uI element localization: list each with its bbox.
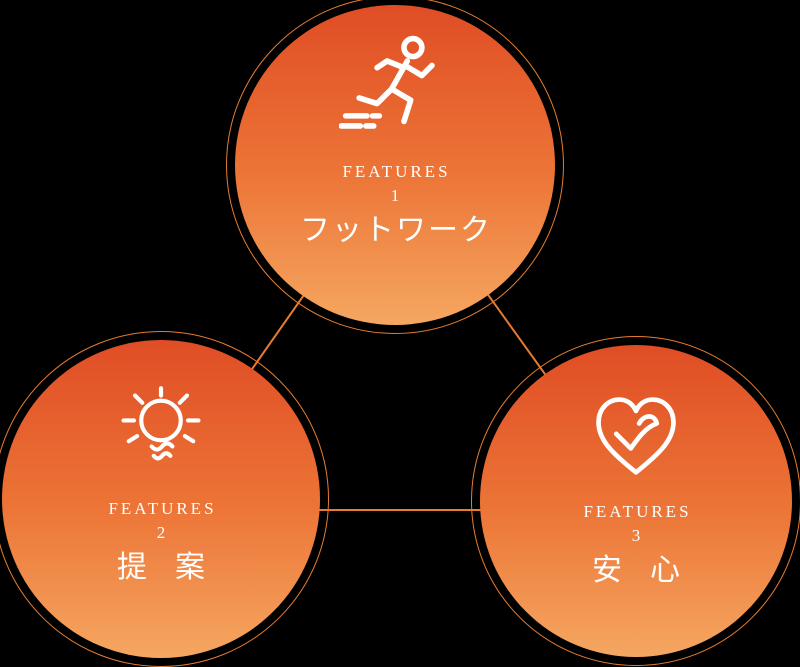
feature-label: FEATURES	[108, 499, 217, 518]
feature-title: フットワーク	[300, 214, 492, 247]
feature-circle-footwork: FEATURES 1 フットワーク	[226, 0, 564, 334]
feature-number: 1	[390, 186, 400, 205]
feature-label: FEATURES	[583, 502, 692, 521]
feature-title: 安心	[592, 554, 708, 587]
feature-circle-safety: FEATURES 3 安心	[471, 336, 800, 666]
feature-number: 3	[631, 526, 641, 545]
feature-number: 2	[156, 523, 166, 542]
feature-circle-proposal: FEATURES 2 提案	[0, 331, 329, 667]
running-person-icon	[339, 25, 451, 153]
feature-label: FEATURES	[342, 162, 451, 181]
feature-title: 提案	[117, 551, 233, 584]
lightbulb-icon	[109, 378, 213, 490]
heart-check-icon	[584, 381, 688, 493]
